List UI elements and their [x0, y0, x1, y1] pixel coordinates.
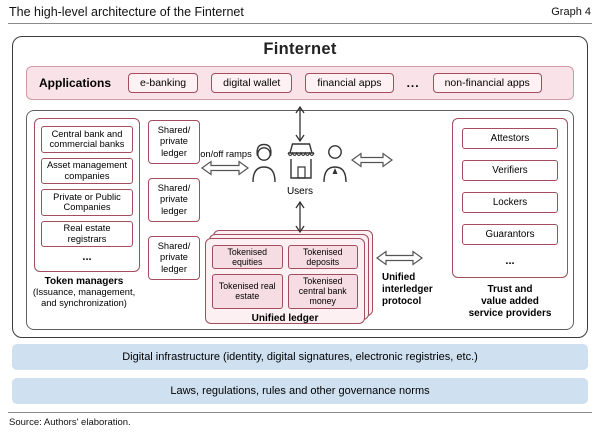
unified-ledger-title: Unified ledger: [251, 312, 319, 324]
token-manager-real-estate: Real estate registrars: [41, 220, 133, 247]
store-icon: [287, 143, 315, 179]
service-providers-column: Attestors Verifiers Lockers Guarantors .…: [452, 118, 568, 278]
applications-banner: Applications e-banking digital wallet fi…: [26, 66, 574, 100]
token-managers-title: Token managers: [44, 276, 124, 287]
shared-private-ledger-3: Shared/ private ledger: [148, 236, 200, 280]
applications-ellipsis: ...: [406, 76, 420, 90]
male-user-icon: [323, 145, 347, 183]
shared-private-ledger-2: Shared/ private ledger: [148, 178, 200, 222]
finternet-title: Finternet: [263, 40, 337, 58]
token-managers-ellipsis: ...: [82, 251, 92, 263]
applications-label: Applications: [39, 76, 112, 90]
laws-governance-bar: Laws, regulations, rules and other gover…: [12, 378, 588, 404]
unified-interledger-protocol-label: Unified interledger protocol: [382, 272, 433, 308]
female-user-icon: [252, 143, 276, 183]
token-manager-asset-management: Asset management companies: [41, 157, 133, 184]
provider-guarantors: Guarantors: [462, 224, 558, 245]
service-providers-ellipsis: ...: [505, 255, 515, 267]
token-equities: Tokenised equities: [212, 245, 283, 270]
service-providers-label: Trust and value added service providers: [468, 284, 552, 319]
provider-lockers: Lockers: [462, 192, 558, 213]
app-item-non-financial-apps: non-financial apps: [432, 73, 542, 93]
provider-attestors: Attestors: [462, 128, 558, 149]
token-managers-label: Token managers (Issuance, management, an…: [24, 276, 144, 309]
app-item-e-banking: e-banking: [128, 73, 199, 93]
source-note: Source: Authors' elaboration.: [9, 417, 131, 428]
app-item-financial-apps: financial apps: [305, 73, 394, 93]
token-deposits: Tokenised deposits: [287, 245, 358, 270]
unified-ledger-card: Tokenised equities Tokenised deposits To…: [205, 238, 365, 324]
digital-infrastructure-bar: Digital infrastructure (identity, digita…: [12, 344, 588, 370]
provider-verifiers: Verifiers: [462, 160, 558, 181]
token-managers-column: Central bank and commercial banks Asset …: [34, 118, 140, 272]
token-managers-subtitle: (Issuance, management, and synchronizati…: [32, 287, 136, 309]
on-off-ramps-label: on/off ramps: [200, 149, 252, 159]
users-label: Users: [286, 186, 314, 197]
tokenised-assets-grid: Tokenised equities Tokenised deposits To…: [212, 245, 358, 309]
graph-number-label: Graph 4: [551, 6, 591, 18]
page-title: The high-level architecture of the Finte…: [9, 5, 244, 19]
token-manager-central-banks: Central bank and commercial banks: [41, 126, 133, 153]
header-rule: [8, 23, 592, 24]
token-manager-private-public: Private or Public Companies: [41, 189, 133, 216]
token-real-estate: Tokenised real estate: [212, 274, 283, 309]
shared-private-ledger-1: Shared/ private ledger: [148, 120, 200, 164]
footer-rule: [8, 412, 592, 413]
token-central-bank-money: Tokenised central bank money: [287, 274, 358, 309]
app-item-digital-wallet: digital wallet: [211, 73, 293, 93]
